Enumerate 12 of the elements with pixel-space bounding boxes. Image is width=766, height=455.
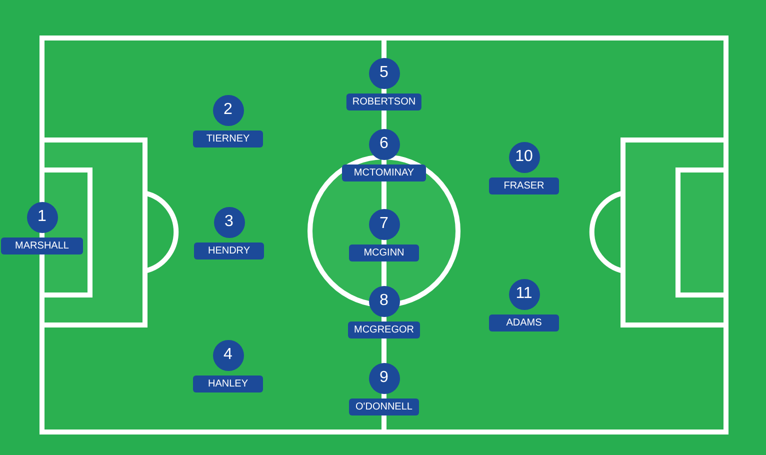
player-name-label: HENDRY bbox=[194, 242, 264, 260]
player-number-circle: 1 bbox=[26, 202, 58, 232]
player-name-label: ROBERTSON bbox=[346, 94, 422, 110]
player-name-label: HANLEY bbox=[193, 376, 263, 392]
player-name-label: MCTOMINAY bbox=[342, 164, 426, 182]
player-name-label: MCGINN bbox=[349, 244, 419, 262]
player-name-label: MARSHALL bbox=[1, 238, 83, 254]
player-name-label: ADAMS bbox=[489, 314, 559, 332]
player-name-label: FRASER bbox=[489, 178, 559, 194]
player-name-label: MCGREGOR bbox=[348, 322, 420, 338]
player-name-label: O'DONNELL bbox=[349, 398, 419, 416]
player-name-label: TIERNEY bbox=[193, 130, 263, 148]
